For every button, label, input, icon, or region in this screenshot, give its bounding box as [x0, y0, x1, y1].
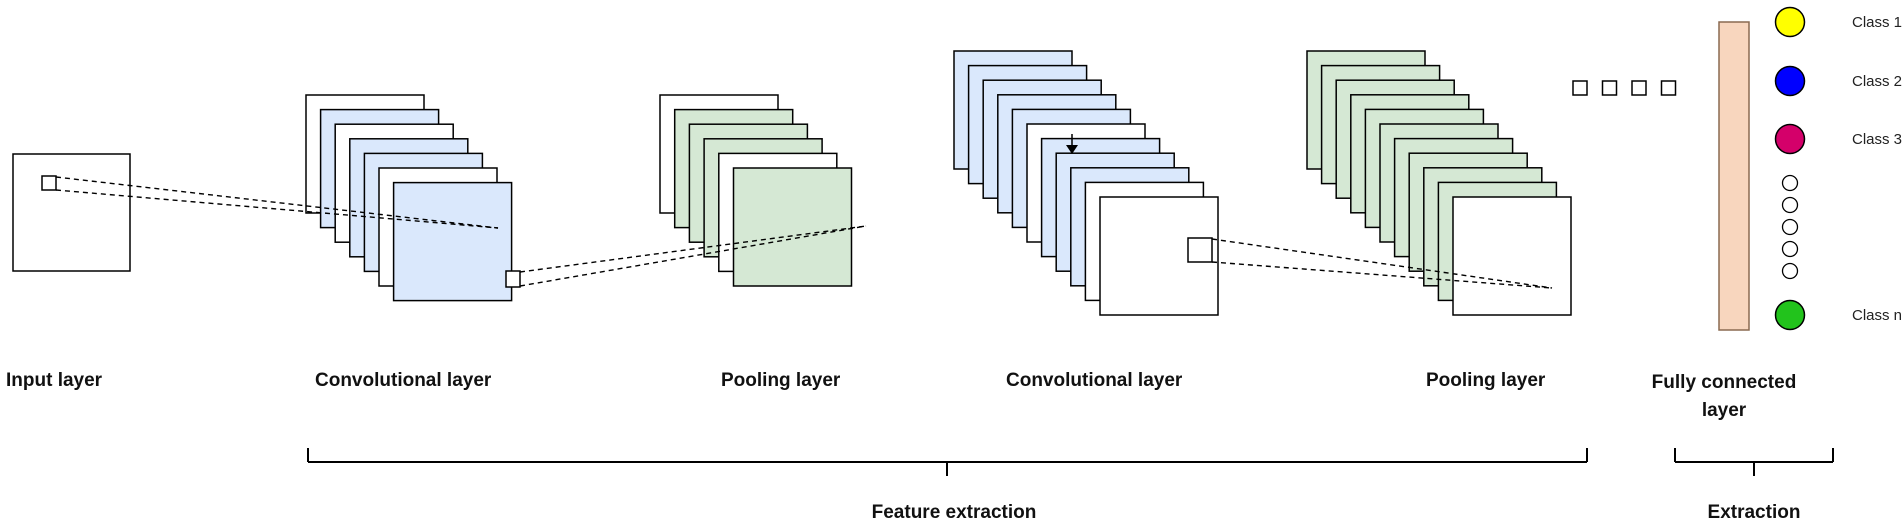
extraction-label: Extraction [1708, 502, 1801, 523]
ellipsis-box-2 [1601, 80, 1618, 96]
conv2-layer-label: Convolutional layer [1006, 370, 1183, 391]
ellipsis-node-2 [1781, 196, 1799, 214]
pool1-feature-maps [659, 94, 853, 287]
class-node-4 [1774, 299, 1806, 331]
fc-layer-label-line1: Fully connected [1652, 372, 1797, 393]
input-layer-label: Input layer [6, 370, 103, 391]
pool1-layer-label: Pooling layer [721, 370, 841, 391]
conv1-layer-label: Convolutional layer [315, 370, 492, 391]
ellipsis-box-3 [1631, 80, 1647, 96]
class-label-2: Class 2 [1852, 73, 1902, 90]
ellipsis-nodes [1781, 174, 1799, 280]
input-receptive-field [41, 175, 57, 191]
ellipsis-node-1 [1781, 174, 1799, 192]
ellipsis-box-1 [1572, 80, 1588, 96]
output-class-nodes: Class 1 Class 2 Class 3 Class n [1774, 6, 1902, 331]
extraction-brace [1674, 448, 1834, 476]
conv2-feature-maps [953, 50, 1219, 316]
input-layer [12, 153, 131, 272]
ellipsis-box-4 [1660, 80, 1677, 96]
pool2-feature-maps [1306, 50, 1572, 316]
conv1-feature-maps [305, 94, 513, 302]
fc-layer-label-line2: layer [1702, 400, 1747, 421]
conv1-feature-map-7 [392, 181, 513, 302]
connection-lines [55, 176, 1553, 289]
conv1-kernel-window [505, 270, 521, 288]
class-node-3 [1774, 123, 1806, 155]
pool1-feature-map-6 [732, 167, 853, 287]
fully-connected-bar [1718, 21, 1750, 331]
ellipsis-boxes [1572, 80, 1677, 96]
ellipsis-node-3 [1781, 218, 1799, 236]
ellipsis-node-5 [1781, 262, 1799, 280]
pool2-layer-label: Pooling layer [1426, 370, 1546, 391]
pool2-feature-map-11 [1452, 196, 1572, 316]
input-image [12, 153, 131, 272]
feature-extraction-brace [307, 448, 1588, 476]
feature-extraction-label: Feature extraction [872, 502, 1037, 523]
class-node-2 [1774, 65, 1806, 97]
class-node-1 [1774, 6, 1806, 38]
class-label-1: Class 1 [1852, 14, 1902, 31]
conv2-kernel-window [1187, 237, 1213, 263]
down-arrow-icon [1066, 134, 1078, 154]
ellipsis-node-4 [1781, 240, 1799, 258]
class-label-4: Class n [1852, 307, 1902, 324]
class-label-3: Class 3 [1852, 131, 1902, 148]
